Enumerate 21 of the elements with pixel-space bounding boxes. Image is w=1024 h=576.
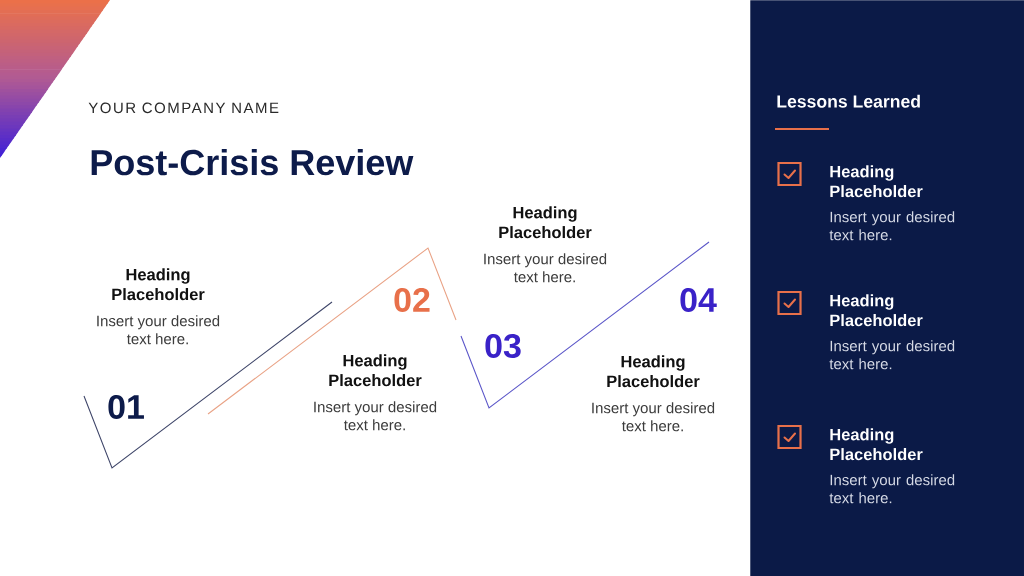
step-text: Insert your desired text here. [592, 402, 715, 432]
item-heading: Heading Placeholder [830, 428, 923, 461]
step-text: Insert your desired text here. [484, 253, 607, 283]
step-text: Insert your desired text here. [97, 315, 220, 345]
item-heading: Heading Placeholder [830, 165, 923, 198]
item-text: Insert your desired text here. [829, 211, 955, 241]
step-number: 04 [680, 288, 717, 313]
panel-heading: Lessons Learned [777, 94, 920, 108]
step-text: Insert your desired text here. [314, 401, 437, 431]
step-heading: Heading Placeholder [112, 268, 205, 301]
item-text: Insert your desired text here. [829, 340, 955, 370]
step-heading: Heading Placeholder [329, 354, 422, 387]
tagline: YOUR COMPANY NAME [88, 102, 279, 114]
step-number: 03 [485, 333, 521, 359]
step-number: 02 [394, 288, 430, 313]
step-heading: Heading Placeholder [607, 355, 700, 388]
item-heading: Heading Placeholder [830, 294, 923, 327]
item-text: Insert your desired text here. [829, 474, 955, 504]
step-heading: Heading Placeholder [499, 206, 592, 239]
step-number: 01 [108, 395, 144, 420]
title: Post-Crisis Review [91, 148, 414, 176]
